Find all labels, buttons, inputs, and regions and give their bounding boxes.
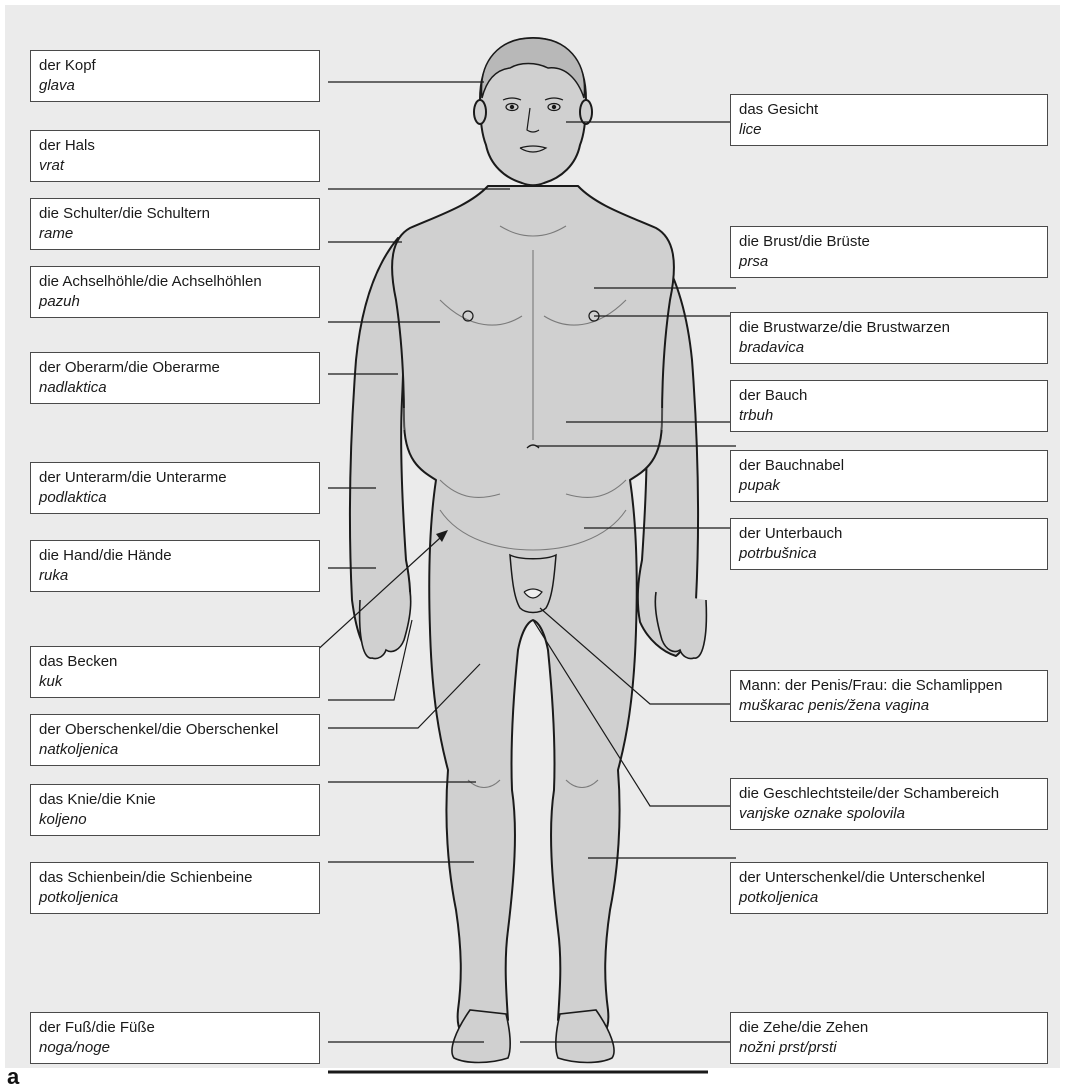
label-fuss: der Fuß/die Füße noga/noge xyxy=(30,1012,320,1064)
label-penis: Mann: der Penis/Frau: die Schamlippen mu… xyxy=(730,670,1048,722)
label-zehe: die Zehe/die Zehen nožni prst/prsti xyxy=(730,1012,1048,1064)
label-hr: koljeno xyxy=(39,810,311,830)
label-de: Mann: der Penis/Frau: die Schamlippen xyxy=(739,675,1039,696)
label-brust: die Brust/die Brüste prsa xyxy=(730,226,1048,278)
label-hr: potrbušnica xyxy=(739,544,1039,564)
label-de: der Bauchnabel xyxy=(739,455,1039,476)
label-oberschenkel: der Oberschenkel/die Oberschenkel natkol… xyxy=(30,714,320,766)
label-de: der Oberarm/die Oberarme xyxy=(39,357,311,378)
label-bauch: der Bauch trbuh xyxy=(730,380,1048,432)
label-de: die Zehe/die Zehen xyxy=(739,1017,1039,1038)
label-de: der Fuß/die Füße xyxy=(39,1017,311,1038)
label-hr: bradavica xyxy=(739,338,1039,358)
label-oberarm: der Oberarm/die Oberarme nadlaktica xyxy=(30,352,320,404)
label-hr: trbuh xyxy=(739,406,1039,426)
label-de: der Hals xyxy=(39,135,311,156)
label-hr: potkoljenica xyxy=(739,888,1039,908)
label-kopf: der Kopf glava xyxy=(30,50,320,102)
label-becken: das Becken kuk xyxy=(30,646,320,698)
label-de: der Kopf xyxy=(39,55,311,76)
label-hr: muškarac penis/žena vagina xyxy=(739,696,1039,716)
label-hr: potkoljenica xyxy=(39,888,311,908)
label-brustwarze: die Brustwarze/die Brustwarzen bradavica xyxy=(730,312,1048,364)
label-hr: nožni prst/prsti xyxy=(739,1038,1039,1058)
label-hr: podlaktica xyxy=(39,488,311,508)
label-schienbein: das Schienbein/die Schienbeine potkoljen… xyxy=(30,862,320,914)
label-de: der Oberschenkel/die Oberschenkel xyxy=(39,719,311,740)
label-de: der Unterschenkel/die Unterschenkel xyxy=(739,867,1039,888)
label-hr: natkoljenica xyxy=(39,740,311,760)
label-hr: prsa xyxy=(739,252,1039,272)
label-hr: nadlaktica xyxy=(39,378,311,398)
label-bauchnabel: der Bauchnabel pupak xyxy=(730,450,1048,502)
label-de: das Knie/die Knie xyxy=(39,789,311,810)
label-de: der Unterbauch xyxy=(739,523,1039,544)
label-de: die Brust/die Brüste xyxy=(739,231,1039,252)
label-unterschenkel: der Unterschenkel/die Unterschenkel potk… xyxy=(730,862,1048,914)
label-hals: der Hals vrat xyxy=(30,130,320,182)
label-hr: rame xyxy=(39,224,311,244)
label-de: die Geschlechtsteile/der Schambereich xyxy=(739,783,1039,804)
label-achsel: die Achselhöhle/die Achselhöhlen pazuh xyxy=(30,266,320,318)
label-knie: das Knie/die Knie koljeno xyxy=(30,784,320,836)
right-ear xyxy=(580,100,592,124)
label-hr: vanjske oznake spolovila xyxy=(739,804,1039,824)
label-hr: pazuh xyxy=(39,292,311,312)
label-hr: vrat xyxy=(39,156,311,176)
body-figure xyxy=(350,38,698,1038)
label-unterarm: der Unterarm/die Unterarme podlaktica xyxy=(30,462,320,514)
label-de: die Hand/die Hände xyxy=(39,545,311,566)
label-hand: die Hand/die Hände ruka xyxy=(30,540,320,592)
label-hr: ruka xyxy=(39,566,311,586)
label-hr: kuk xyxy=(39,672,311,692)
label-hr: pupak xyxy=(739,476,1039,496)
label-de: die Brustwarze/die Brustwarzen xyxy=(739,317,1039,338)
left-hand xyxy=(360,592,411,659)
label-schulter: die Schulter/die Schultern rame xyxy=(30,198,320,250)
label-hr: noga/noge xyxy=(39,1038,311,1058)
label-de: die Achselhöhle/die Achselhöhlen xyxy=(39,271,311,292)
label-unterbauch: der Unterbauch potrbušnica xyxy=(730,518,1048,570)
panel-letter: a xyxy=(7,1064,19,1090)
label-de: der Unterarm/die Unterarme xyxy=(39,467,311,488)
label-hr: glava xyxy=(39,76,311,96)
label-de: das Schienbein/die Schienbeine xyxy=(39,867,311,888)
label-de: das Becken xyxy=(39,651,311,672)
label-gesicht: das Gesicht lice xyxy=(730,94,1048,146)
left-ear xyxy=(474,100,486,124)
label-geschlecht: die Geschlechtsteile/der Schambereich va… xyxy=(730,778,1048,830)
label-de: der Bauch xyxy=(739,385,1039,406)
label-de: die Schulter/die Schultern xyxy=(39,203,311,224)
label-hr: lice xyxy=(739,120,1039,140)
label-de: das Gesicht xyxy=(739,99,1039,120)
